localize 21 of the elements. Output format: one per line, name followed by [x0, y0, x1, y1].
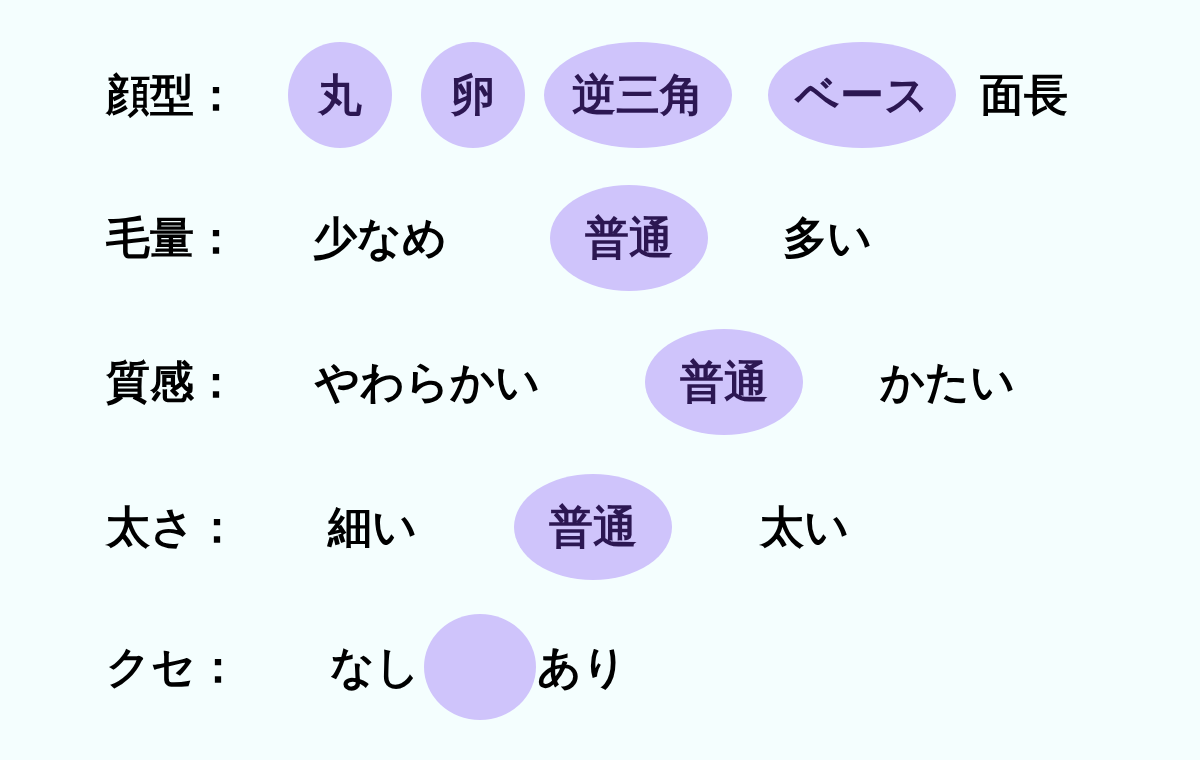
highlighted-option: 普通	[550, 185, 708, 291]
option-label: 太い	[760, 502, 849, 552]
option-label: 毛量：	[106, 213, 238, 263]
option-label: なし	[330, 642, 420, 692]
option-label: あり	[537, 642, 627, 692]
highlighted-option: 丸	[288, 42, 392, 148]
highlighted-option: 普通	[645, 329, 803, 435]
option-label: やわらかい	[315, 357, 540, 407]
option-label: かたい	[880, 357, 1015, 407]
option-label: 細い	[328, 502, 417, 552]
option-label: 少なめ	[313, 213, 447, 263]
option-label: 顔型：	[106, 70, 238, 120]
option-label: 面長	[980, 70, 1068, 120]
option-label: 質感：	[106, 357, 238, 407]
highlighted-option: 逆三角	[544, 42, 732, 148]
highlighted-option: ベース	[768, 42, 956, 148]
highlighted-option: 普通	[514, 474, 672, 580]
highlighted-option: 卵	[421, 42, 525, 148]
option-label: 太さ：	[106, 502, 239, 552]
option-label: 多い	[783, 213, 872, 263]
option-label: クセ：	[106, 642, 240, 692]
